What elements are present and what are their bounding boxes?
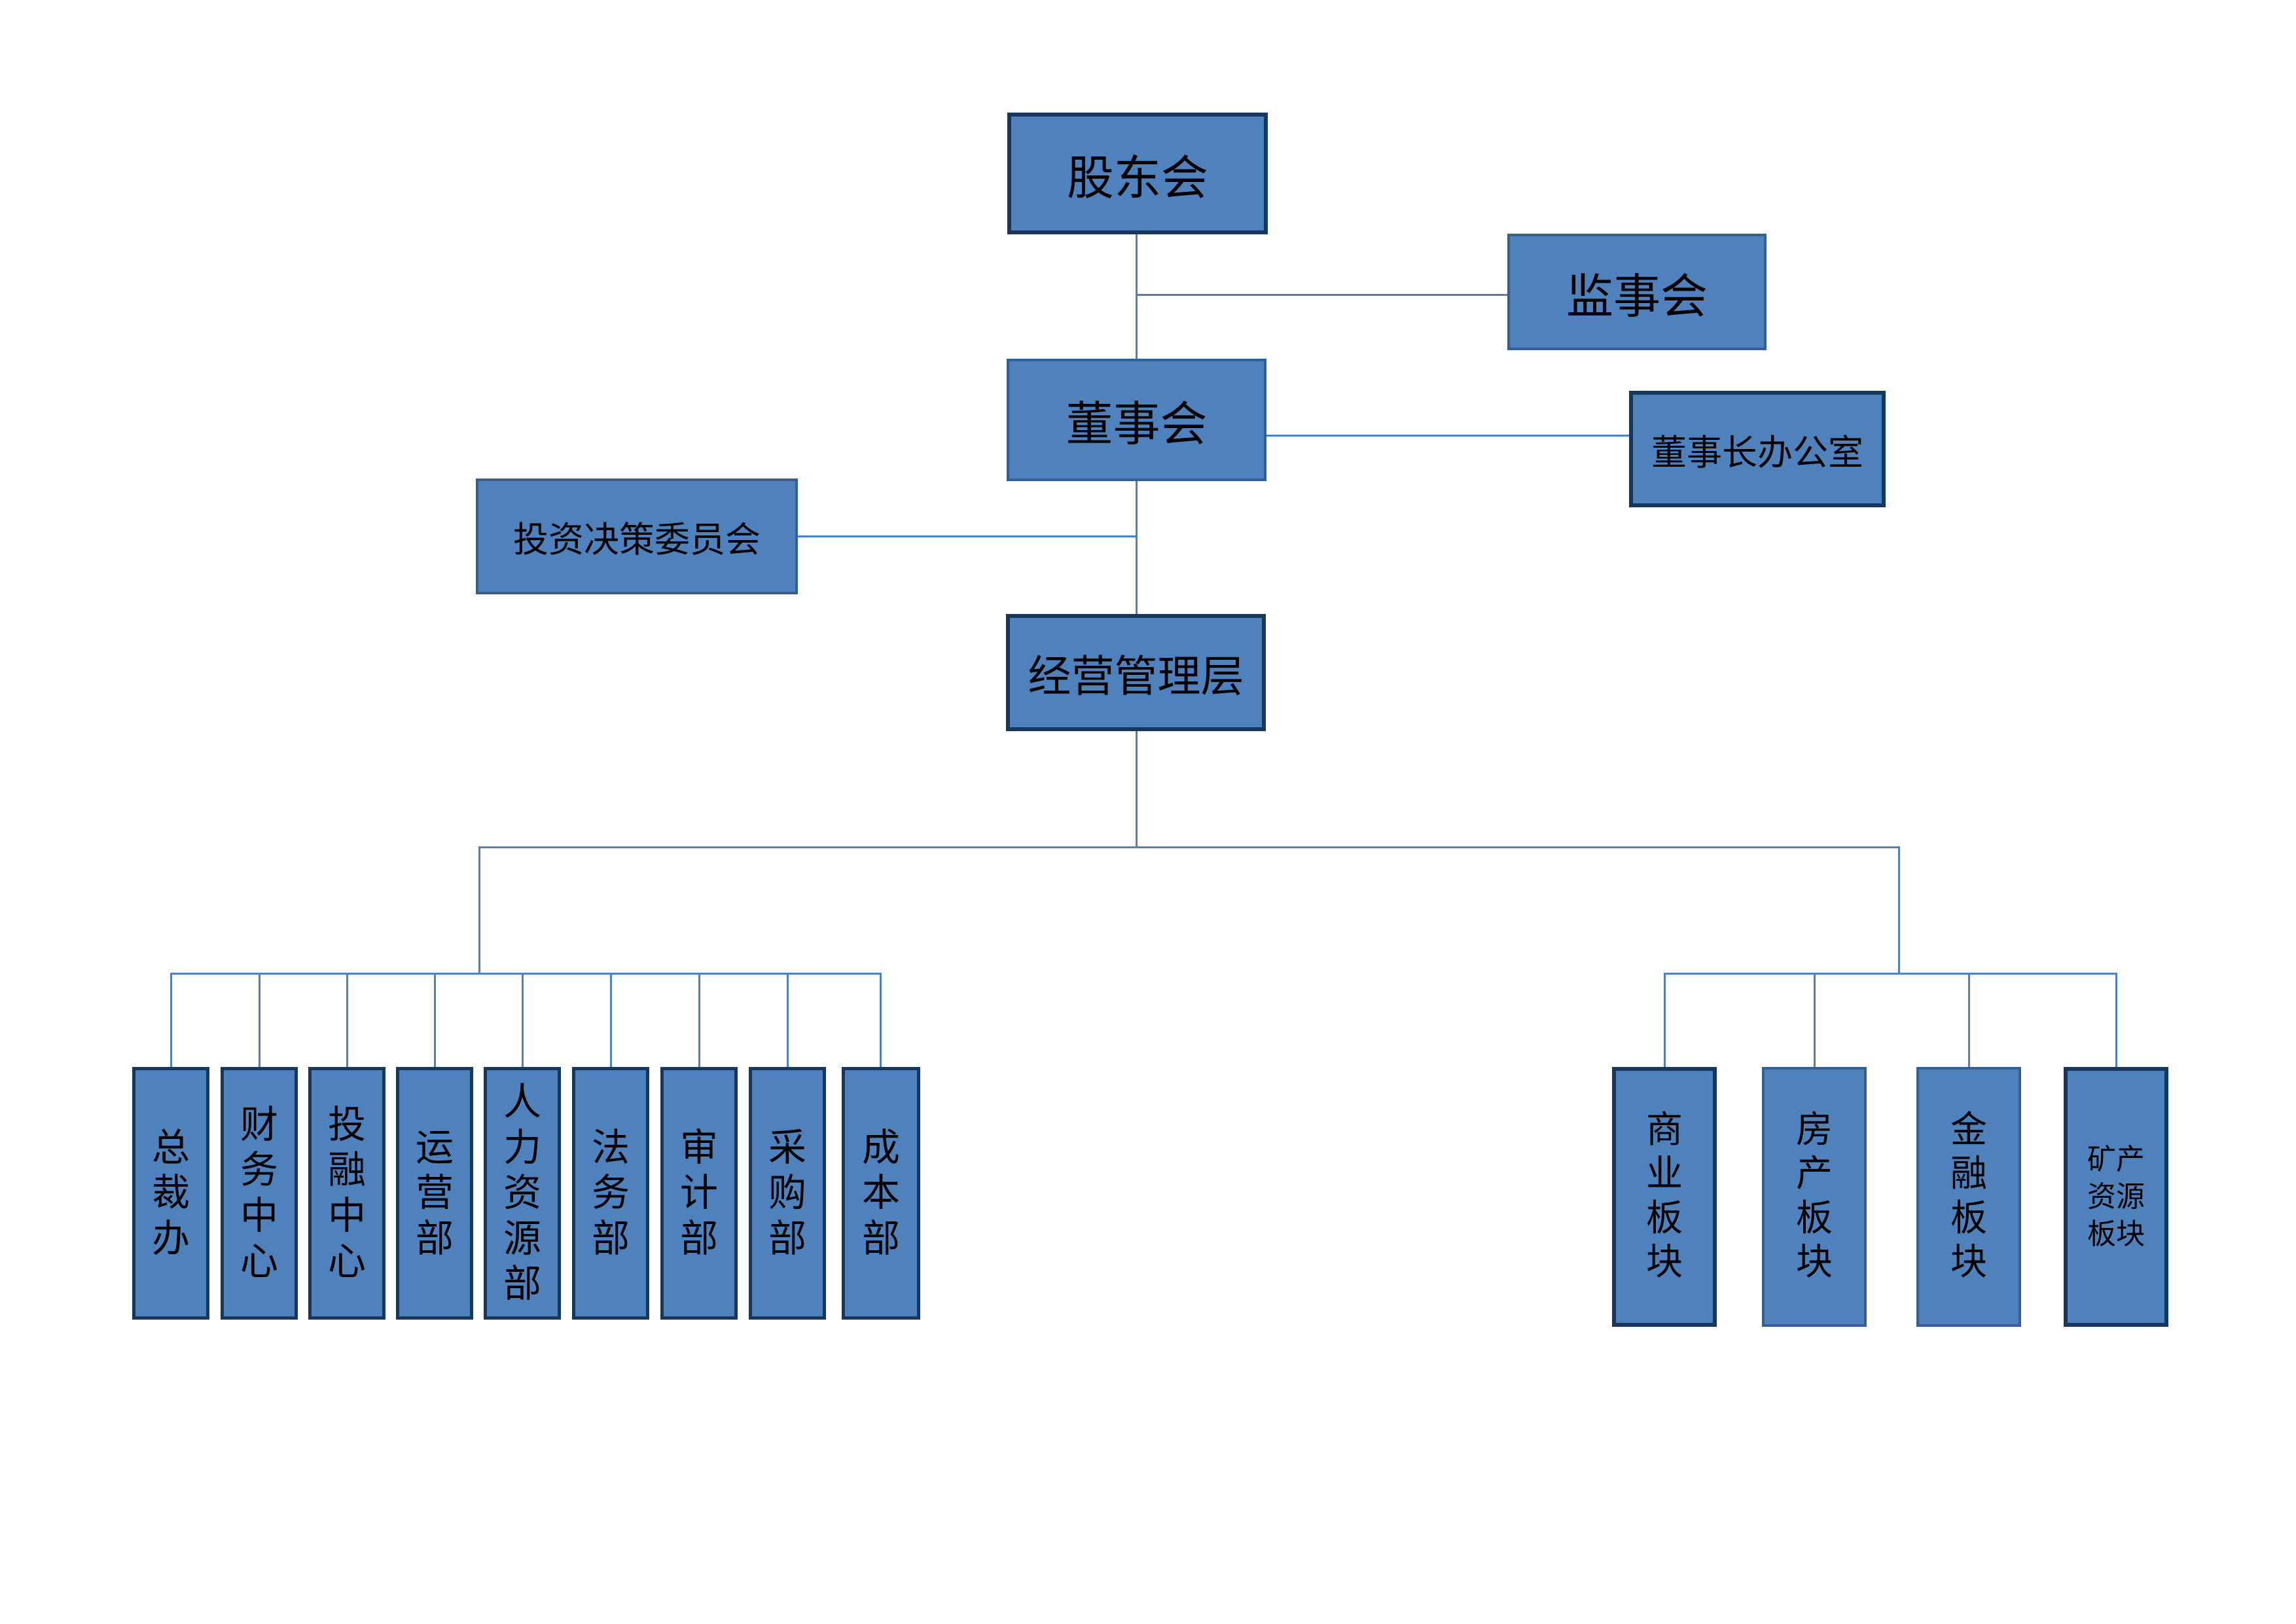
connector-unit-drop-4: [2115, 973, 2117, 1067]
node-dept-audit: 审计部: [660, 1067, 738, 1320]
node-supervisory-board: 监事会: [1507, 234, 1767, 350]
node-label: 房产板块: [1795, 1110, 1833, 1283]
node-label: 采购部: [768, 1126, 806, 1260]
node-unit-finance: 金融板块: [1916, 1067, 2021, 1327]
node-shareholders: 股东会: [1007, 113, 1268, 234]
node-management: 经营管理层: [1006, 614, 1266, 731]
node-unit-commercial: 商业板块: [1612, 1067, 1717, 1327]
node-label: 财务中心: [240, 1103, 278, 1283]
node-label: 投融中心: [327, 1103, 366, 1283]
node-label: 审计部: [679, 1126, 718, 1260]
node-label: 股东会: [1066, 152, 1208, 205]
connector-dept-drop-6: [610, 973, 612, 1067]
node-label: 矿产资源板块: [2087, 1143, 2145, 1251]
node-label: 总裁办: [151, 1126, 190, 1260]
node-dept-president-office: 总裁办: [132, 1067, 209, 1320]
node-dept-investment-financing-center: 投融中心: [308, 1067, 386, 1320]
connector-dept-drop-5: [522, 973, 524, 1067]
connector-dept-drop-3: [346, 973, 348, 1067]
connector-dept-drop-1: [170, 973, 172, 1067]
connector-supervisory-board: [1136, 294, 1507, 296]
connector-left-drop: [478, 846, 480, 974]
connector-investment-committee: [798, 535, 1138, 537]
connector-dept-drop-4: [434, 973, 436, 1067]
connector-management-trunk: [1136, 731, 1138, 848]
connector-right-drop: [1898, 846, 1900, 974]
node-dept-cost: 成本部: [842, 1067, 920, 1320]
connector-board-management: [1136, 481, 1138, 614]
node-label: 成本部: [861, 1126, 900, 1260]
node-label: 商业板块: [1645, 1110, 1683, 1283]
connector-shareholders-board: [1136, 234, 1138, 359]
node-unit-mineral-resources: 矿产资源板块: [2064, 1067, 2168, 1327]
node-board-of-directors: 董事会: [1007, 359, 1266, 481]
connector-right-rail: [1664, 973, 2117, 975]
node-label: 运营部: [415, 1126, 454, 1260]
node-investment-committee: 投资决策委员会: [476, 478, 798, 594]
connector-unit-drop-1: [1664, 973, 1666, 1067]
node-dept-finance-center: 财务中心: [221, 1067, 298, 1320]
connector-dept-drop-2: [259, 973, 260, 1067]
node-label: 人力资源部: [503, 1081, 541, 1306]
connector-unit-drop-2: [1814, 973, 1816, 1067]
node-dept-legal: 法务部: [572, 1067, 649, 1320]
node-label: 金融板块: [1950, 1110, 1987, 1283]
node-unit-real-estate: 房产板块: [1762, 1067, 1867, 1327]
connector-dept-drop-8: [787, 973, 789, 1067]
node-label: 董事长办公室: [1651, 433, 1863, 473]
node-label: 经营管理层: [1028, 653, 1244, 701]
connector-left-rail: [170, 973, 882, 975]
connector-chairman-office: [1266, 435, 1629, 437]
node-label: 董事会: [1066, 399, 1208, 451]
node-label: 法务部: [591, 1126, 630, 1260]
node-dept-procurement: 采购部: [749, 1067, 826, 1320]
connector-dept-drop-9: [880, 973, 882, 1067]
connector-unit-drop-3: [1968, 973, 1970, 1067]
connector-dept-drop-7: [698, 973, 700, 1067]
node-label: 监事会: [1566, 270, 1708, 323]
node-dept-human-resources: 人力资源部: [484, 1067, 561, 1320]
node-chairman-office: 董事长办公室: [1629, 391, 1886, 507]
connector-main-horizontal: [478, 846, 1900, 848]
node-label: 投资决策委员会: [513, 520, 761, 560]
node-dept-operations: 运营部: [396, 1067, 473, 1320]
